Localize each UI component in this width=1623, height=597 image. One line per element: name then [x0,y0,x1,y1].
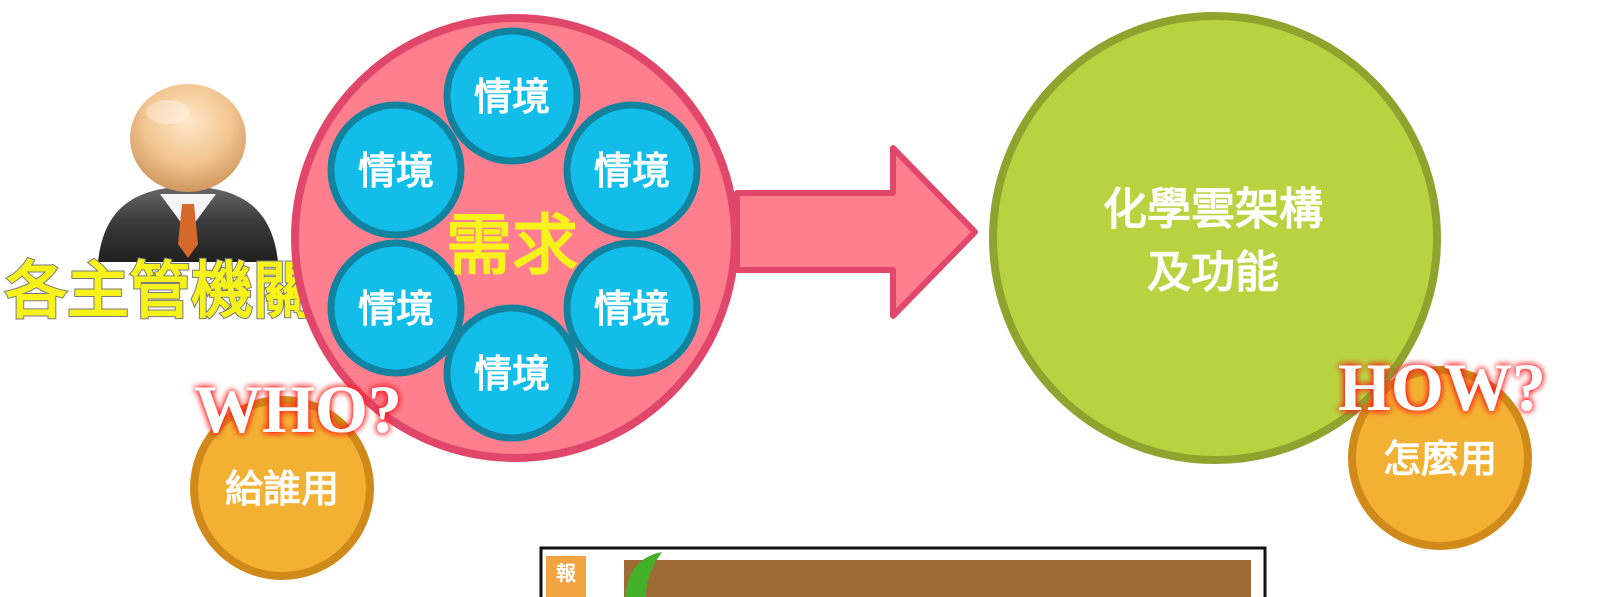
platform-title-line1: 化學雲架構 [1103,184,1323,235]
scenario-label: 情境 [358,287,434,331]
how-caption: 怎麼用 [1383,437,1497,481]
platform-title-line2: 及功能 [1147,247,1279,298]
who-heading: WHO? [194,371,402,447]
scenario-label: 情境 [594,287,670,331]
scenario-label: 情境 [474,352,550,396]
scenario-label: 情境 [474,75,550,119]
platform-circle [989,12,1441,464]
who-caption-circle [190,396,374,580]
scenario-label: 情境 [358,149,434,193]
person-icon [98,84,278,262]
scenario-label: 情境 [594,149,670,193]
demand-label: 需求 [446,207,578,284]
how-caption-circle [1348,366,1532,550]
right-arrow [734,145,978,319]
who-caption: 給誰用 [225,467,339,511]
bottom-banner: 報 [539,546,1267,597]
agency-label: 各主管機關 [5,254,315,327]
leaf-icon [626,552,662,597]
how-heading: HOW? [1338,349,1546,425]
scenario-group: 情境 情境 情境 情境 情境 情境 [327,27,701,442]
bottom-tab-label: 報 [556,561,577,585]
